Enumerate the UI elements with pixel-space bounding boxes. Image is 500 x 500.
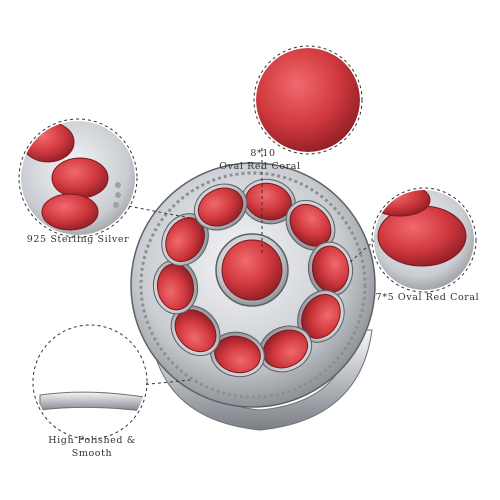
callout-lines: [122, 148, 376, 386]
metal-label: 925 Sterling Silver: [26, 234, 130, 245]
petal-stone-label: 7*5 Oval Red Coral: [375, 292, 480, 303]
band-finish-label-line1: High Polished &: [48, 435, 136, 446]
band-finish-label-line2: Smooth: [71, 448, 113, 459]
petal-stone: [197, 187, 244, 227]
detail-circle-metal: [18, 118, 138, 238]
detail-circle-petal-stone: [371, 187, 477, 293]
center-stone-size-label: 8*10: [250, 148, 276, 159]
center-stone: [215, 233, 289, 307]
metal-callout-line: [122, 204, 191, 219]
petal-stones: [152, 178, 354, 378]
band-callout-line: [139, 379, 191, 386]
center-stone-type-label: Oval Red Coral: [219, 161, 301, 172]
detail-circle-band: [32, 324, 148, 440]
detail-circle-center-stone: [253, 45, 363, 155]
